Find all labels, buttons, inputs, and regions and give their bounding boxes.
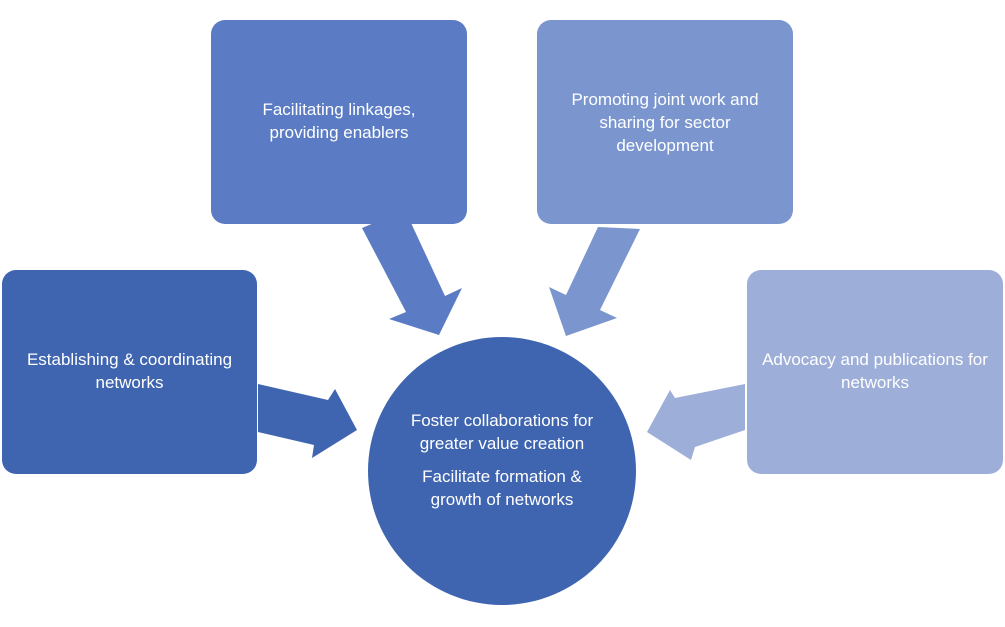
box-promoting-joint-work: Promoting joint work and sharing for sec… [537, 20, 793, 224]
center-text-foster: Foster collaborations for greater value … [410, 411, 594, 453]
box-facilitating-linkages: Facilitating linkages, providing enabler… [211, 20, 467, 224]
box-advocacy-publications: Advocacy and publications for networks [747, 270, 1003, 474]
center-text-facilitate: Facilitate formation & growth of network… [422, 467, 582, 509]
arrow-top-left [362, 210, 462, 335]
box-establishing-networks-label: Establishing & coordinating networks [26, 350, 233, 392]
box-facilitating-linkages-label: Facilitating linkages, providing enabler… [262, 100, 416, 142]
box-establishing-networks: Establishing & coordinating networks [2, 270, 257, 474]
arrow-top-right [549, 227, 640, 336]
arrow-left [258, 384, 357, 458]
arrow-right [647, 384, 745, 460]
center-circle: Foster collaborations for greater value … [368, 337, 636, 605]
box-promoting-joint-work-label: Promoting joint work and sharing for sec… [571, 90, 759, 155]
box-advocacy-publications-label: Advocacy and publications for networks [762, 350, 988, 392]
